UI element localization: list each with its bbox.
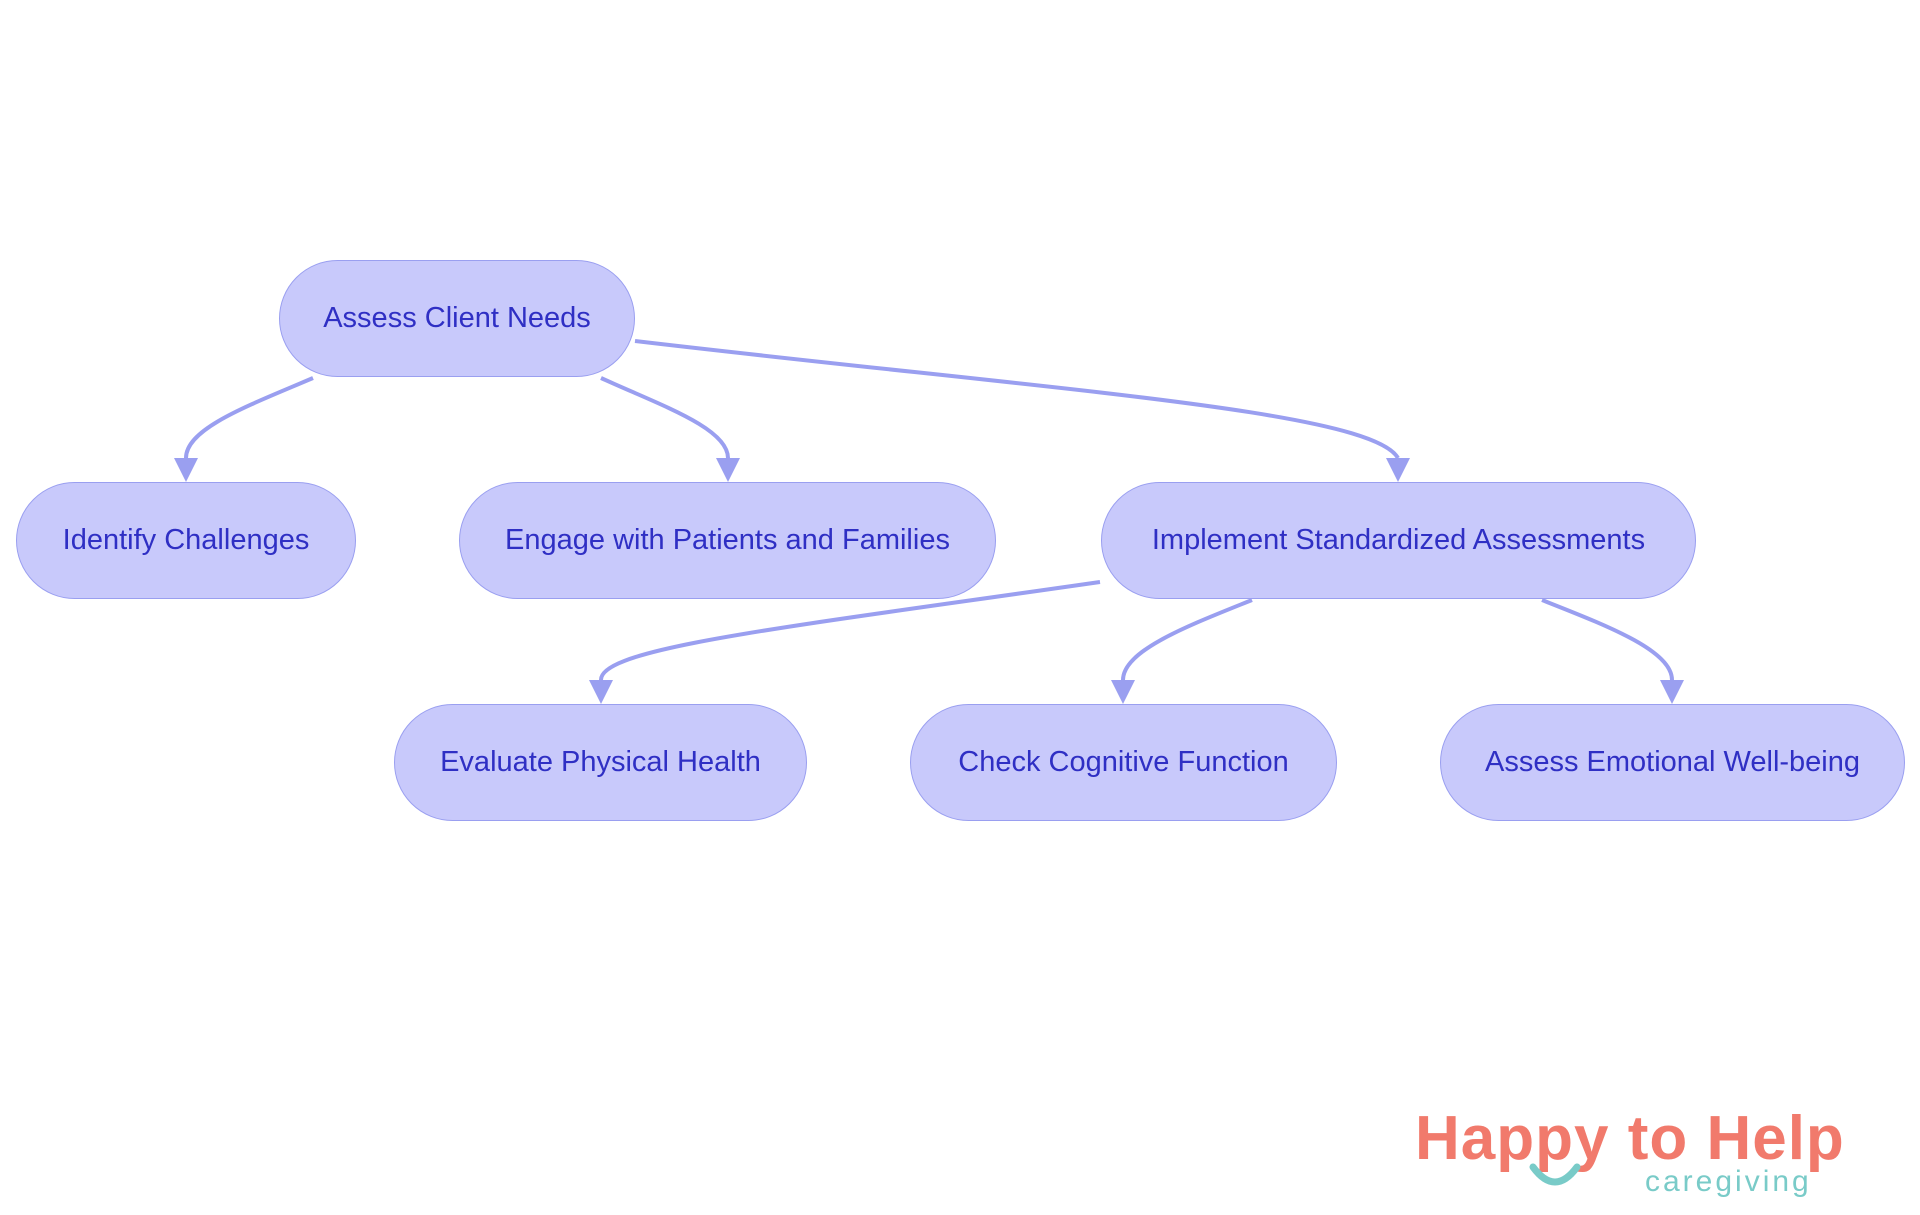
- node-label: Identify Challenges: [62, 524, 310, 556]
- edge-implement-emotional: [1541, 598, 1674, 681]
- arrowhead-implement: [1386, 458, 1410, 482]
- smile-icon: [1529, 1163, 1581, 1186]
- node-identify-challenges: Identify Challenges: [16, 482, 356, 599]
- node-check-cognitive-function: Check Cognitive Function: [910, 704, 1337, 821]
- edge-root-engage: [600, 376, 730, 459]
- node-implement-standardized-assessments: Implement Standardized Assessments: [1101, 482, 1696, 599]
- edge-root-identify: [184, 376, 314, 459]
- arrowhead-cognitive: [1111, 680, 1135, 704]
- node-assess-emotional-well-being: Assess Emotional Well-being: [1440, 704, 1905, 821]
- node-assess-client-needs: Assess Client Needs: [279, 260, 635, 377]
- logo-subtitle: caregiving: [1645, 1165, 1812, 1198]
- node-evaluate-physical-health: Evaluate Physical Health: [394, 704, 807, 821]
- node-label: Evaluate Physical Health: [440, 746, 761, 778]
- arrowhead-physical: [589, 680, 613, 704]
- node-label: Check Cognitive Function: [958, 746, 1289, 778]
- brand-logo: Happy to Help caregiving: [1415, 1103, 1885, 1203]
- edge-implement-cognitive: [1121, 598, 1253, 681]
- logo-title: Happy to Help: [1415, 1104, 1845, 1173]
- node-label: Assess Emotional Well-being: [1484, 746, 1861, 778]
- arrowhead-engage: [716, 458, 740, 482]
- arrowhead-identify: [174, 458, 198, 482]
- node-label: Implement Standardized Assessments: [1151, 524, 1646, 556]
- node-engage-patients-families: Engage with Patients and Families: [459, 482, 996, 599]
- edge-root-implement: [634, 339, 1400, 460]
- arrowhead-emotional: [1660, 680, 1684, 704]
- node-label: Assess Client Needs: [323, 302, 591, 334]
- edge-implement-physical: [598, 580, 1101, 681]
- node-label: Engage with Patients and Families: [505, 524, 950, 556]
